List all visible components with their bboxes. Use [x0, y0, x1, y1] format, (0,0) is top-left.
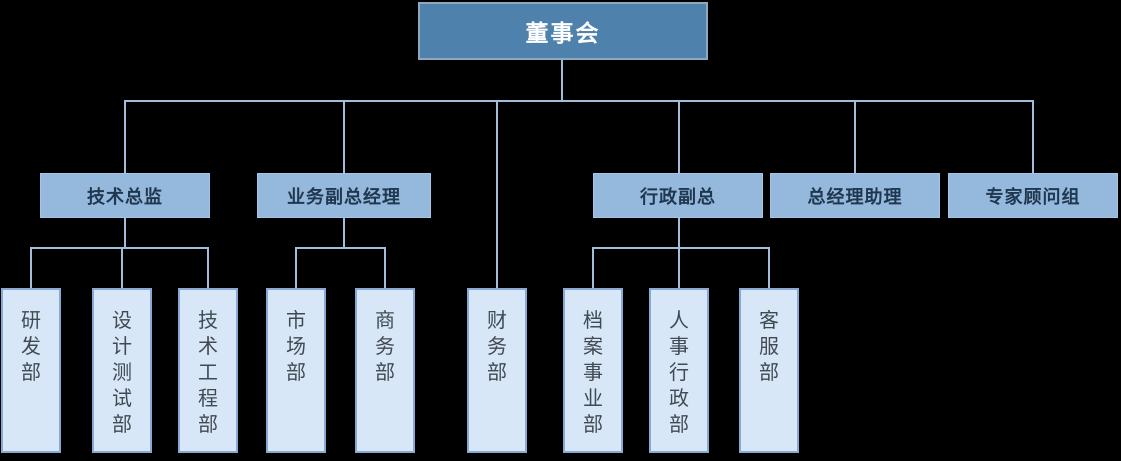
- org-node-label-char: 部: [198, 414, 218, 436]
- connector-drop-marketing-dept: [295, 247, 297, 288]
- org-node-label-char: 发: [21, 336, 41, 358]
- org-node-hr-admin-dept[interactable]: 人事行政部: [649, 288, 709, 453]
- org-node-finance-dept[interactable]: 财务部: [467, 288, 527, 453]
- org-node-label-char: 客: [759, 310, 779, 332]
- org-node-label-char: 部: [487, 362, 507, 384]
- connector-drop-business-deputy-gm: [343, 100, 345, 173]
- connector-admin-bus: [592, 247, 770, 249]
- org-node-label-char: 案: [583, 336, 603, 358]
- org-node-label-char: 事: [583, 362, 603, 384]
- org-node-label-char: 行: [669, 362, 689, 384]
- org-node-label-char: 事: [669, 336, 689, 358]
- org-node-label-char: 场: [286, 336, 306, 358]
- org-node-board-label: 董事会: [525, 20, 601, 46]
- org-node-admin-deputy-gm[interactable]: 行政副总: [593, 173, 763, 218]
- org-node-label-char: 计: [112, 336, 132, 358]
- org-node-customer-service-dept[interactable]: 客服部: [739, 288, 799, 453]
- org-node-label-char: 商: [375, 310, 395, 332]
- org-node-label-char: 设: [112, 310, 132, 332]
- org-node-label-char: 财: [487, 310, 507, 332]
- org-node-marketing-dept[interactable]: 市场部: [266, 288, 326, 453]
- org-node-label-char: 部: [112, 414, 132, 436]
- org-node-label-char: 部: [375, 362, 395, 384]
- org-node-label-char: 市: [286, 310, 306, 332]
- org-node-label-char: 术: [198, 336, 218, 358]
- org-node-label-char: 服: [759, 336, 779, 358]
- connector-tech-bus: [30, 247, 209, 249]
- org-node-expert-advisory-group-label: 专家顾问组: [985, 186, 1081, 207]
- org-node-tech-director-label: 技术总监: [87, 186, 163, 207]
- org-node-tech-director[interactable]: 技术总监: [40, 173, 210, 218]
- org-node-label-char: 档: [583, 310, 603, 332]
- org-node-label-char: 人: [669, 310, 689, 332]
- org-node-expert-advisory-group[interactable]: 专家顾问组: [948, 173, 1118, 218]
- org-node-gm-assistant[interactable]: 总经理助理: [770, 173, 940, 218]
- connector-main-bus: [124, 100, 1034, 102]
- org-node-label-char: 部: [759, 362, 779, 384]
- org-node-label-char: 部: [21, 362, 41, 384]
- connector-drop-tech-engineering-dept: [207, 247, 209, 288]
- connector-biz-trunk: [343, 215, 345, 249]
- org-node-board[interactable]: 董事会: [418, 2, 708, 60]
- connector-drop-admin-deputy-gm: [678, 100, 680, 173]
- org-node-label-char: 程: [198, 388, 218, 410]
- connector-tech-trunk: [124, 218, 126, 249]
- connector-drop-design-test-dept: [121, 247, 123, 288]
- org-node-admin-deputy-gm-label: 行政副总: [640, 186, 716, 207]
- org-node-label-char: 务: [375, 336, 395, 358]
- org-node-business-deputy-gm[interactable]: 业务副总经理: [257, 173, 431, 218]
- org-node-tech-engineering-dept[interactable]: 技术工程部: [178, 288, 238, 453]
- org-node-design-test-dept[interactable]: 设计测试部: [92, 288, 152, 453]
- org-node-label-char: 务: [487, 336, 507, 358]
- org-node-label-char: 技: [198, 310, 218, 332]
- connector-biz-bus: [295, 247, 386, 249]
- connector-root-trunk: [561, 60, 563, 102]
- connector-drop-tech-director: [124, 100, 126, 173]
- org-node-commerce-dept[interactable]: 商务部: [355, 288, 415, 453]
- org-node-label-char: 政: [669, 388, 689, 410]
- connector-drop-gm-assistant: [854, 100, 856, 173]
- org-node-label-char: 业: [583, 388, 603, 410]
- org-node-rd-dept[interactable]: 研发部: [1, 288, 61, 453]
- org-node-label-char: 工: [198, 362, 218, 384]
- connector-drop-customer-service-dept: [768, 247, 770, 288]
- connector-drop-commerce-dept: [384, 247, 386, 288]
- org-node-business-deputy-gm-label: 业务副总经理: [287, 186, 401, 207]
- connector-admin-trunk: [678, 218, 680, 249]
- org-node-label-char: 部: [669, 414, 689, 436]
- connector-drop-hr-admin-dept: [678, 247, 680, 288]
- org-node-label-char: 试: [112, 388, 132, 410]
- org-node-label-char: 测: [112, 362, 132, 384]
- org-node-label-char: 部: [286, 362, 306, 384]
- org-node-gm-assistant-label: 总经理助理: [807, 186, 903, 207]
- org-node-label-char: 研: [21, 310, 41, 332]
- connector-drop-finance-dept: [496, 100, 498, 288]
- connector-drop-rd-dept: [30, 247, 32, 288]
- org-node-archives-dept[interactable]: 档案事业部: [563, 288, 623, 453]
- connector-drop-archives-dept: [592, 247, 594, 288]
- connector-drop-expert-advisory-group: [1032, 100, 1034, 173]
- org-node-label-char: 部: [583, 414, 603, 436]
